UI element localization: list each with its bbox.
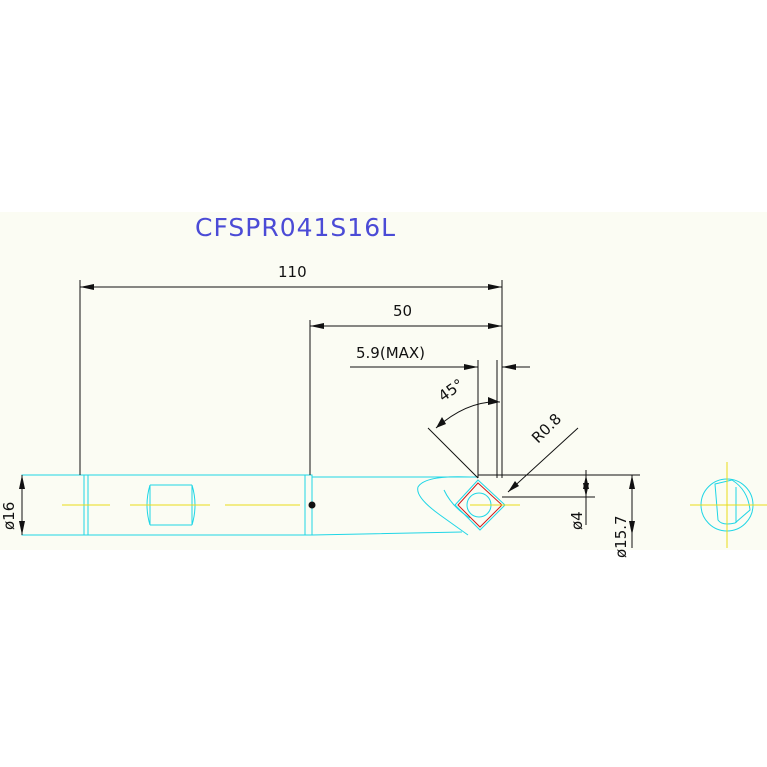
tool-neck: [311, 476, 478, 536]
neck-length-label: 50: [393, 302, 412, 320]
min-bore-label: ø4: [568, 511, 586, 530]
insert-edge: [457, 482, 503, 528]
radius-label: R0.8: [528, 410, 565, 447]
end-view-insert: [714, 479, 751, 525]
transition-point: [308, 501, 316, 509]
head-diameter-label: ø15.7: [612, 515, 630, 558]
centerlines: [62, 462, 767, 548]
max-depth-label: 5.9(MAX): [356, 344, 425, 362]
angle-label: 45°: [435, 375, 467, 405]
dimensions: 110 50 5.9(MAX) 45° R0.8 ø16 ø: [0, 263, 640, 558]
overall-length-label: 110: [278, 263, 307, 281]
shank-diameter-label: ø16: [0, 502, 18, 530]
part-number-title: CFSPR041S16L: [195, 213, 396, 242]
radius-leader: [507, 427, 579, 493]
tool-head: [417, 476, 471, 536]
cutting-insert: [454, 479, 506, 531]
drawing-background: [0, 212, 767, 550]
